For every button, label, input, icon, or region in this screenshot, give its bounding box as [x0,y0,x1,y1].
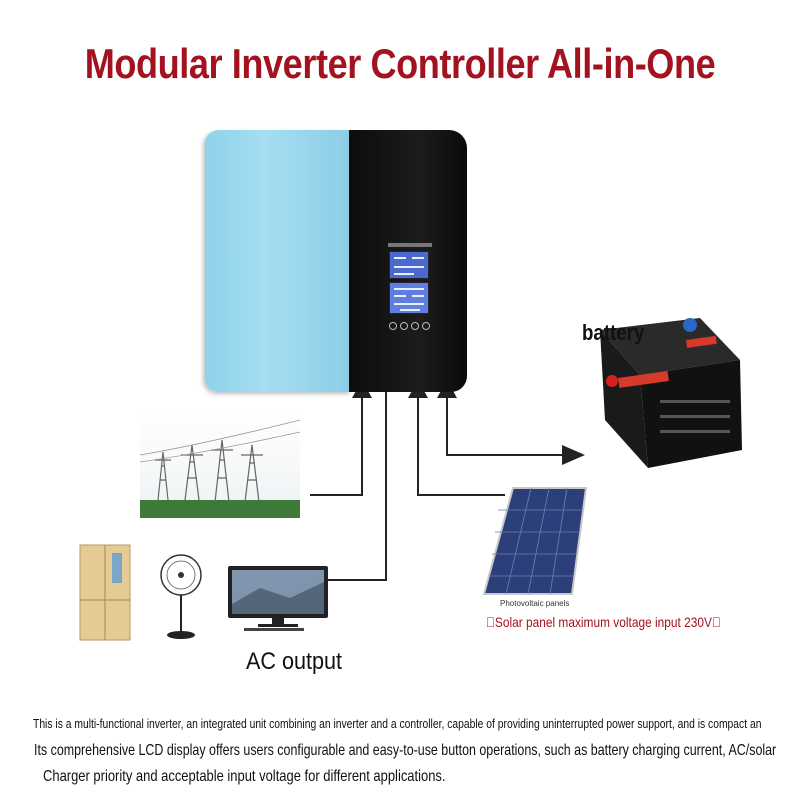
computer-icon [228,566,328,631]
inverter-button-3[interactable] [411,322,419,330]
battery-label: battery [582,320,645,345]
ac-output-label: AC output [246,648,343,675]
ac-output-line [300,385,387,581]
inverter-device [205,130,467,392]
pylon-icon [139,419,301,503]
description-line-2: Its comprehensive LCD display offers use… [34,742,777,759]
inverter-black-panel [349,130,467,392]
photovoltaic-caption: Photovoltaic panels [500,599,570,608]
refrigerator-icon [79,544,131,641]
inverter-brand-strip [388,243,432,247]
inverter-button-1[interactable] [389,322,397,330]
battery-arrow-icon [562,445,585,465]
page-title: Modular Inverter Controller All-in-One [84,40,716,87]
solar-voltage-note:  Solar panel maximum voltage input 230V  [486,614,721,630]
inverter-button-4[interactable] [422,322,430,330]
description-line-3: Charger priority and acceptable input vo… [43,768,446,785]
grid-connection-line [310,385,363,496]
inverter-lcd-top [389,251,429,279]
battery-icon [600,318,742,468]
solar-connection-line [417,385,505,496]
inverter-lcd-bottom [389,282,429,314]
inverter-blue-panel [205,130,351,392]
battery-connection-line [446,385,568,456]
fan-icon [160,554,202,639]
description-line-1: This is a multi-functional inverter, an … [33,716,762,731]
inverter-button-2[interactable] [400,322,408,330]
